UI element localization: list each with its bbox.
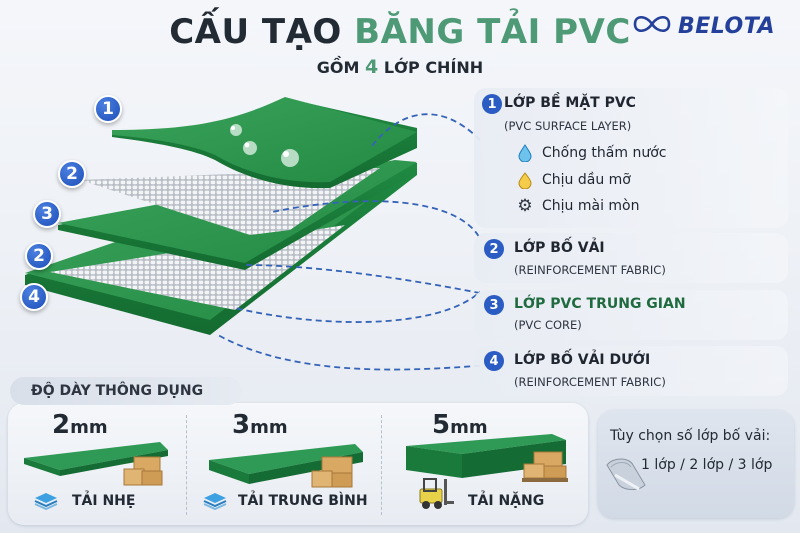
layer-subtitle: (PVC CORE) (514, 318, 582, 332)
thickness-value-5mm: 5mm (432, 410, 488, 440)
thickness-number: 5 (432, 410, 451, 440)
layer-badge-2: 2 (58, 160, 86, 188)
thickness-value-3mm: 3mm (232, 410, 288, 440)
belt-layers-graphic (25, 97, 491, 371)
column-divider (381, 415, 382, 515)
column-divider (186, 415, 187, 515)
feature-abrasion-resistant: ⚙ Chịu mài mòn (516, 196, 640, 216)
layer-title: LỚP BỐ VẢI DƯỚI (514, 352, 651, 368)
water-drop-icon (516, 144, 534, 162)
thickness-unit: mm (70, 417, 108, 438)
subtitle-suffix: LỚP CHÍNH (383, 58, 484, 77)
thickness-unit: mm (250, 417, 288, 438)
layer-badge-4: 4 (20, 283, 48, 311)
belt-sample-5mm (406, 434, 566, 478)
layer-subtitle: (REINFORCEMENT FABRIC) (514, 375, 666, 389)
title-part-green: BĂNG TẢI PVC (354, 12, 631, 52)
layer-title: LỚP PVC TRUNG GIAN (514, 296, 686, 312)
thickness-number: 2 (52, 410, 71, 440)
layer-badge-1: 1 (94, 95, 122, 123)
layer-badge-3: 3 (33, 200, 61, 228)
subtitle-prefix: GỒM (316, 58, 360, 77)
layer-badge-2-lower: 2 (25, 242, 53, 270)
thickness-number: 3 (232, 410, 251, 440)
feature-label: Chịu mài mòn (542, 198, 640, 214)
page-subtitle: GỒM 4 LỚP CHÍNH (0, 56, 800, 78)
layer-title: LỚP BỀ MẶT PVC (504, 95, 636, 111)
thickness-value-2mm: 2mm (52, 410, 108, 440)
layers-icon (34, 492, 58, 515)
pallet-boxes-icon (522, 451, 568, 482)
boxes-icon (311, 456, 353, 488)
layer-card-3: 3 LỚP PVC TRUNG GIAN (PVC CORE) (474, 290, 788, 340)
layer-card-4: 4 LỚP BỐ VẢI DƯỚI (REINFORCEMENT FABRIC) (474, 346, 788, 396)
layer-number-badge: 3 (484, 295, 504, 315)
feature-label: Chịu dầu mỡ (542, 172, 631, 188)
feature-waterproof: Chống thấm nước (516, 144, 666, 162)
fabric-ply-values: 1 lớp / 2 lớp / 3 lớp (641, 457, 773, 473)
subtitle-number: 4 (365, 56, 379, 78)
infinity-icon (632, 13, 672, 40)
layers-icon (203, 492, 227, 515)
fabric-ply-title: Tùy chọn số lớp bố vải: (610, 428, 771, 444)
brand-name: BELOTA (678, 14, 776, 39)
layer-number-badge: 4 (484, 351, 504, 371)
layer-subtitle: (REINFORCEMENT FABRIC) (514, 263, 666, 277)
fabric-roll-icon (606, 458, 646, 491)
layer-number-badge: 1 (482, 94, 502, 114)
load-label-heavy: TẢI NẶNG (468, 493, 545, 509)
layer-card-2: 2 LỚP BỐ VẢI (REINFORCEMENT FABRIC) (474, 233, 788, 283)
layer-number-badge: 2 (484, 239, 504, 259)
brand-logo: BELOTA (632, 13, 775, 40)
oil-drop-icon (516, 171, 534, 189)
thickness-unit: mm (450, 417, 488, 438)
feature-oil-resistant: Chịu dầu mỡ (516, 171, 631, 189)
layer-title: LỚP BỐ VẢI (514, 240, 605, 256)
layer-illustration: 1 2 3 2 4 (0, 80, 491, 375)
thickness-section-label: ĐỘ DÀY THÔNG DỤNG (10, 377, 242, 405)
title-part-dark: CẤU TẠO (169, 12, 342, 52)
gear-icon: ⚙ (517, 196, 533, 216)
boxes-icon (123, 456, 163, 486)
layer-card-1: 1 LỚP BỀ MẶT PVC (PVC SURFACE LAYER) Chố… (474, 88, 788, 228)
forklift-icon (419, 478, 454, 509)
load-label-medium: TẢI TRUNG BÌNH (238, 493, 368, 509)
layer-subtitle: (PVC SURFACE LAYER) (504, 119, 632, 133)
page-title: CẤU TẠO BĂNG TẢI PVC (0, 12, 800, 52)
load-label-light: TẢI NHẸ (72, 493, 136, 509)
feature-label: Chống thấm nước (542, 145, 667, 161)
